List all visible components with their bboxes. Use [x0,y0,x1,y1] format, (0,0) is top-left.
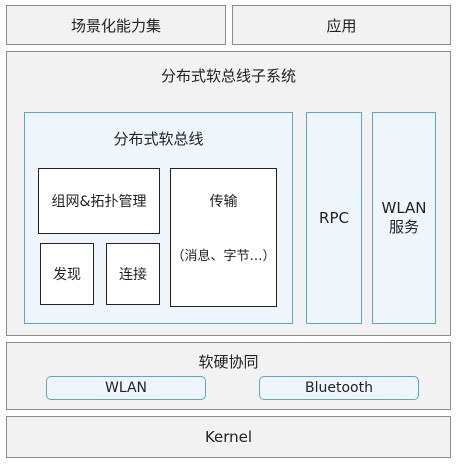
scene-capability-set-label: 场景化能力集 [70,16,161,35]
wlan-service-label-line2: 服务 [388,218,419,236]
transmission-box: 传输 （消息、字节…） [170,168,277,307]
transmission-label: 传输 [209,194,238,210]
bluetooth-box: Bluetooth [259,376,419,400]
networking-topology-box: 组网&拓扑管理 [38,168,160,234]
wlan-service-label-line1: WLAN [381,199,427,217]
connection-label: 连接 [119,267,147,283]
wlan-label: WLAN [104,380,147,396]
wlan-service-box: WLAN 服务 [372,112,436,324]
transmission-detail-label: （消息、字节…） [171,249,276,264]
scene-capability-set-box: 场景化能力集 [6,5,226,45]
wlan-box: WLAN [46,376,206,400]
rpc-label: RPC [319,209,349,227]
distributed-softbus-subsystem-label: 分布式软总线子系统 [160,67,296,85]
discovery-label: 发现 [53,267,81,283]
rpc-box: RPC [306,112,362,324]
connection-box: 连接 [106,243,160,305]
networking-topology-label: 组网&拓扑管理 [51,194,147,210]
kernel-label: Kernel [204,428,253,446]
bluetooth-label: Bluetooth [305,380,373,396]
soft-hard-collaboration-label: 软硬协同 [198,353,259,371]
distributed-softbus-label: 分布式软总线 [113,130,204,148]
application-label: 应用 [326,16,357,35]
kernel-box: Kernel [6,416,451,458]
application-box: 应用 [232,5,451,45]
discovery-box: 发现 [40,243,94,305]
